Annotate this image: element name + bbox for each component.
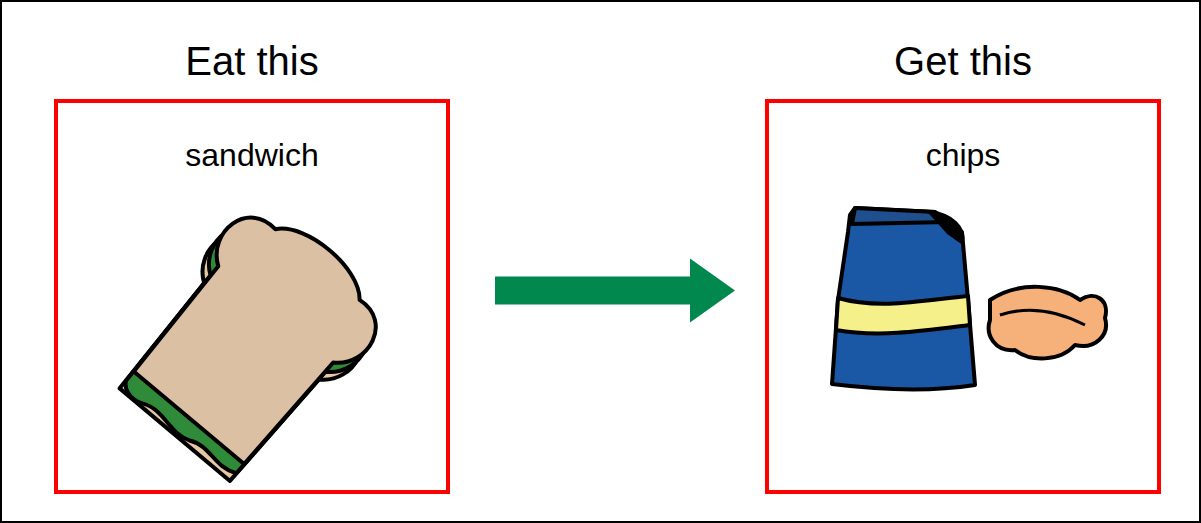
- card-heading: Eat this: [0, 39, 506, 84]
- item-name: sandwich: [58, 137, 446, 174]
- chips-picture: [832, 208, 1106, 389]
- sandwich-picture: [104, 191, 400, 494]
- flow-arrow: [495, 259, 735, 323]
- card-heading: Get this: [709, 39, 1201, 84]
- picture-card: Eat thissandwich: [54, 99, 450, 494]
- picture-card: Get thischips: [765, 99, 1161, 494]
- item-name: chips: [769, 137, 1157, 174]
